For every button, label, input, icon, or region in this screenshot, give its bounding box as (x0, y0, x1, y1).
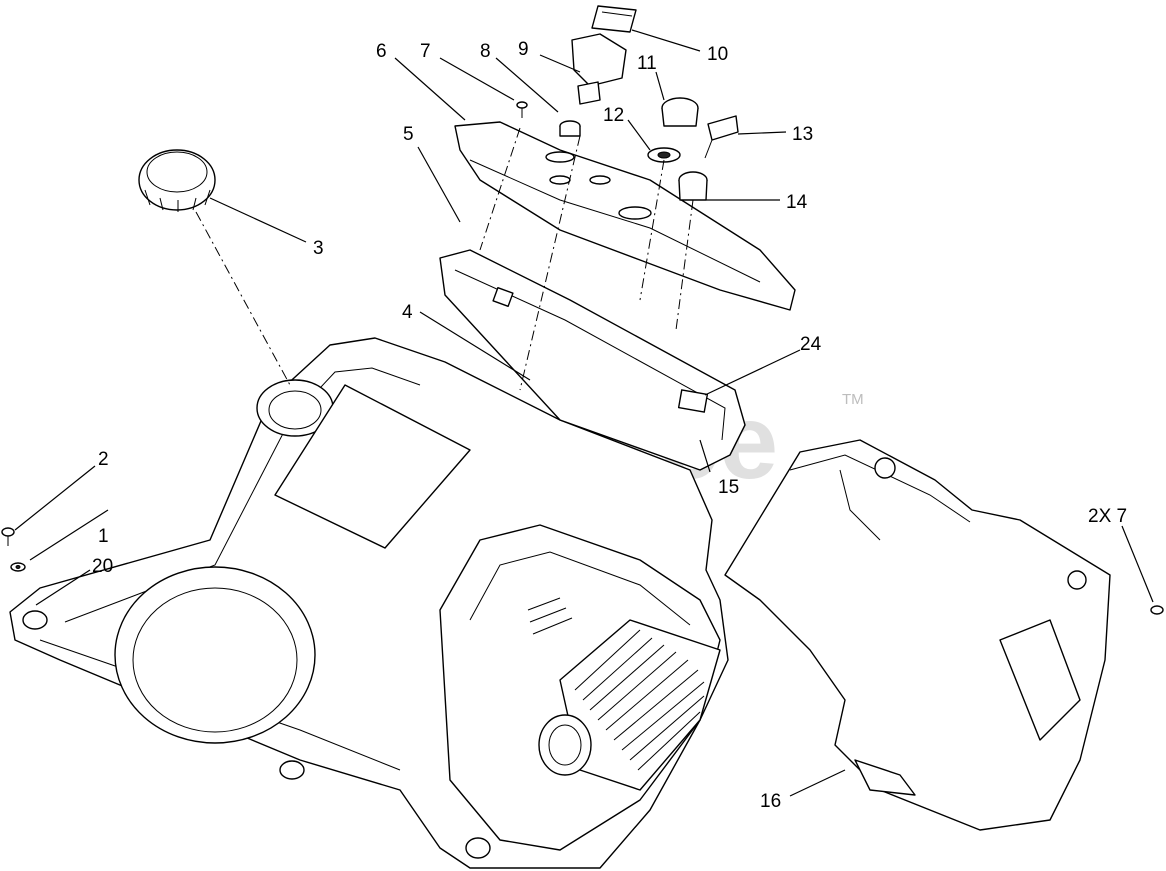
part-2-screw (1, 527, 15, 546)
part-11-cap (661, 97, 699, 127)
callout-5: 5 (403, 124, 414, 145)
part-3-fuel-cap (138, 149, 216, 212)
callout-8: 8 (480, 41, 491, 62)
part-13-key (704, 115, 739, 159)
part-1-washer (10, 562, 26, 572)
callout-labels: 1 2 3 4 5 6 7 8 9 10 11 12 13 14 15 16 2… (92, 39, 1127, 812)
part-12-grommet (647, 147, 681, 163)
part-4-panel (439, 249, 746, 471)
part-7-screw (516, 101, 528, 118)
watermark-trademark: TM (842, 391, 864, 408)
callout-6: 6 (376, 41, 387, 62)
part-6-top-panel (454, 121, 796, 311)
callout-2x7: 2X 7 (1088, 506, 1127, 527)
callout-10: 10 (707, 44, 728, 65)
callout-14: 14 (786, 192, 808, 213)
callout-1: 1 (98, 526, 109, 547)
callout-9: 9 (518, 39, 529, 60)
lower-shroud (9, 337, 729, 869)
callout-12: 12 (603, 105, 624, 126)
callout-4: 4 (402, 302, 413, 323)
alignment-lines (195, 127, 694, 391)
part-8-bushing (559, 120, 581, 137)
callout-3: 3 (313, 238, 324, 259)
leader-lines (14, 29, 1154, 797)
callout-24: 24 (800, 334, 822, 355)
callout-7: 7 (420, 41, 431, 62)
part-10-part (591, 5, 637, 33)
callout-16: 16 (760, 791, 781, 812)
part-7-screw-2x (1150, 605, 1164, 615)
callout-2: 2 (98, 449, 109, 470)
part-9-knob (571, 33, 627, 105)
callout-20: 20 (92, 556, 113, 577)
part-14-switch (678, 171, 708, 201)
callout-11: 11 (637, 53, 657, 74)
part-16-shield (724, 439, 1111, 831)
callout-13: 13 (792, 124, 813, 145)
callout-15: 15 (718, 477, 739, 498)
